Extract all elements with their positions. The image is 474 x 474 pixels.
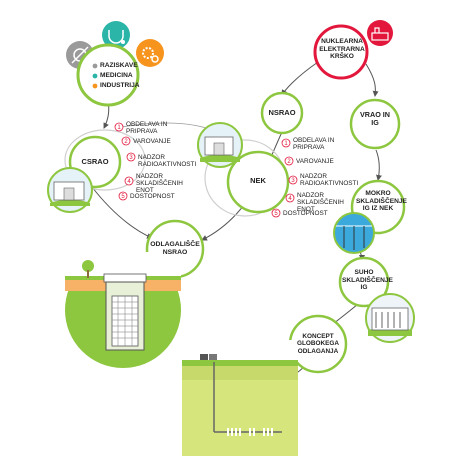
nek-step-text: NADZOR SKLADIŠČENIH ENOT bbox=[297, 192, 344, 214]
vrao-label: VRAO IN IG bbox=[360, 110, 390, 128]
csrao-step-text: DOSTOPNOST bbox=[130, 193, 175, 200]
csrao-building-icon bbox=[47, 167, 93, 213]
legend-label-medicine: MEDICINA bbox=[100, 72, 133, 79]
nek-step-num: 5 bbox=[274, 211, 278, 217]
nek-building-icon bbox=[197, 122, 243, 168]
wet-storage-label: MOKRO SKLADIŠČENJE IG IZ NEK bbox=[356, 190, 407, 213]
nek-step-num: 3 bbox=[291, 178, 295, 184]
nek-label: NEK bbox=[250, 176, 266, 185]
legend-label-research: RAZISKAVE bbox=[100, 62, 138, 69]
spent-fuel-pool-icon bbox=[333, 212, 375, 254]
csrao-step-num: 1 bbox=[117, 125, 121, 131]
nek-step-num: 2 bbox=[287, 159, 291, 165]
deep-disposal-cutaway-icon bbox=[182, 340, 298, 456]
legend-dot-medicine bbox=[92, 73, 98, 79]
nuclear-plant-icon bbox=[367, 20, 393, 46]
csrao-label: CSRAO bbox=[81, 157, 109, 166]
nek-circle bbox=[226, 150, 290, 214]
nsrao-label: NSRAO bbox=[268, 108, 296, 117]
csrao-step-text: VAROVANJE bbox=[133, 138, 171, 145]
industry-icon bbox=[136, 39, 164, 67]
csrao-step-num: 5 bbox=[121, 194, 125, 200]
medicine-icon bbox=[102, 21, 130, 49]
csrao-step-markers: 1 2 3 4 5 bbox=[114, 122, 136, 201]
nek-step-text: VAROVANJE bbox=[296, 158, 334, 165]
csrao-step-text: NADZOR SKLADIŠČENIH ENOT bbox=[136, 173, 183, 195]
nek-step-text: NADZOR RADIOAKTIVNOSTI bbox=[300, 173, 359, 188]
nek-plant-label: NUKLEARNA ELEKTRARNA KRŠKO bbox=[319, 38, 365, 61]
repository-label: ODLAGALIŠČE NSRAO bbox=[150, 241, 200, 256]
csrao-step-num: 4 bbox=[127, 179, 131, 185]
legend-label-industry: INDUSTRIJA bbox=[100, 82, 140, 89]
nek-step-markers: 1 2 3 4 5 bbox=[271, 138, 298, 218]
csrao-step-num: 3 bbox=[129, 155, 133, 161]
nek-plant-circle bbox=[313, 24, 369, 80]
legend-dot-industry bbox=[92, 83, 98, 89]
nek-step-text: DOSTOPNOST bbox=[283, 210, 328, 217]
csrao-guide-arc bbox=[64, 129, 146, 191]
sources-circle bbox=[76, 43, 140, 107]
repository-cutaway-icon bbox=[65, 252, 181, 368]
nek-step-num: 4 bbox=[288, 196, 292, 202]
dry-storage-label: SUHO SKLADIŠČENJE IG bbox=[342, 269, 393, 292]
dry-storage-circle bbox=[338, 256, 390, 308]
nek-step-num: 1 bbox=[284, 141, 288, 147]
nek-step-text: OBDELAVA IN PRIPRAVA bbox=[293, 137, 335, 152]
legend-dot-research bbox=[92, 63, 98, 69]
csrao-step-text: OBDELAVA IN PRIPRAVA bbox=[126, 121, 168, 136]
deep-disposal-label: KONCEPT GLOBOKEGA ODLAGANJA bbox=[297, 333, 339, 355]
dry-storage-building-icon bbox=[365, 293, 415, 343]
vrao-circle bbox=[349, 98, 401, 150]
csrao-step-text: NADZOR RADIOAKTIVNOSTI bbox=[138, 154, 197, 169]
csrao-step-num: 2 bbox=[124, 139, 128, 145]
nsrao-circle bbox=[260, 91, 304, 135]
